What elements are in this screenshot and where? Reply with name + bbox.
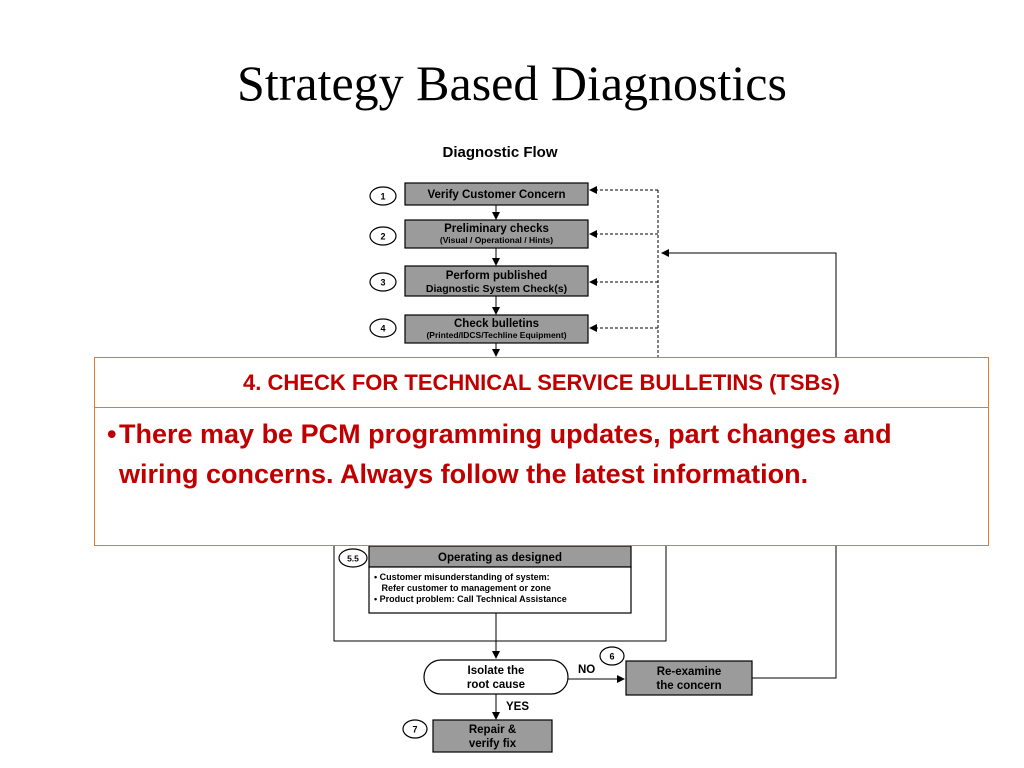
step-7-box	[432, 719, 553, 753]
callout-heading: 4. CHECK FOR TECHNICAL SERVICE BULLETINS…	[95, 358, 988, 408]
step-1-label: Verify Customer Concern	[427, 189, 565, 201]
step-3-number-badge	[369, 272, 397, 292]
step-4-number-badge	[369, 318, 397, 338]
step-3-number: 3	[380, 278, 385, 288]
diagram-heading: Diagnostic Flow	[442, 144, 557, 161]
slide-title: Strategy Based Diagnostics	[237, 55, 787, 111]
step-7-number-badge	[402, 719, 428, 739]
step-3-sublabel: Diagnostic System Check(s)	[426, 283, 567, 295]
step-6: 6 Re-examine the concern	[599, 646, 753, 696]
callout-body-text: There may be PCM programming updates, pa…	[119, 419, 892, 489]
step-3-box	[404, 265, 589, 297]
step-7-number: 7	[412, 725, 417, 735]
step-6-line-1: Re-examine	[657, 666, 722, 678]
step-2-label: Preliminary checks	[444, 223, 549, 235]
step-4-sublabel: (Printed/IDCS/Techline Equipment)	[426, 330, 566, 340]
step-5-5: 5.5 Operating as designed • Customer mis…	[338, 545, 632, 614]
step-5-5-note-2: Refer customer to management or zone	[374, 583, 551, 593]
enclosure-frame	[333, 546, 667, 642]
step-3: 3 Perform published Diagnostic System Ch…	[369, 265, 589, 297]
step-5-5-number-badge	[338, 548, 368, 568]
step-3-label: Perform published	[446, 270, 548, 282]
step-2: 2 Preliminary checks (Visual / Operation…	[369, 219, 589, 249]
callout-bullet: •	[107, 419, 117, 449]
tsb-callout-box: 4. CHECK FOR TECHNICAL SERVICE BULLETINS…	[94, 357, 989, 546]
step-6-line-2: the concern	[656, 680, 721, 692]
step-2-number: 2	[380, 232, 385, 242]
no-label: NO	[578, 664, 595, 676]
step-2-sublabel: (Visual / Operational / Hints)	[440, 235, 553, 245]
step-5-5-note-1: • Customer misunderstanding of system:	[374, 572, 550, 582]
isolate-root-cause: Isolate the root cause	[423, 659, 569, 695]
step-5-5-notes-box	[368, 566, 632, 614]
isolate-line-1: Isolate the	[468, 665, 525, 677]
step-7: 7 Repair & verify fix	[402, 719, 553, 753]
step-1: 1 Verify Customer Concern	[369, 182, 589, 206]
step-6-number: 6	[609, 652, 614, 662]
callout-body: • There may be PCM programming updates, …	[95, 408, 988, 494]
step-4: 4 Check bulletins (Printed/IDCS/Techline…	[369, 314, 589, 344]
isolate-line-2: root cause	[467, 679, 525, 691]
step-5-5-number: 5.5	[347, 554, 359, 564]
step-2-number-badge	[369, 226, 397, 246]
step-4-label: Check bulletins	[454, 318, 539, 330]
step-6-number-badge	[599, 646, 625, 666]
yes-label: YES	[506, 701, 529, 713]
step-5-5-note-3: • Product problem: Call Technical Assist…	[374, 594, 567, 604]
step-7-line-2: verify fix	[469, 738, 517, 750]
step-1-number: 1	[380, 192, 385, 202]
step-5-5-label: Operating as designed	[438, 552, 562, 564]
step-6-box	[625, 660, 753, 696]
step-7-line-1: Repair &	[469, 724, 516, 736]
step-1-number-badge	[369, 186, 397, 206]
step-4-number: 4	[380, 324, 385, 334]
